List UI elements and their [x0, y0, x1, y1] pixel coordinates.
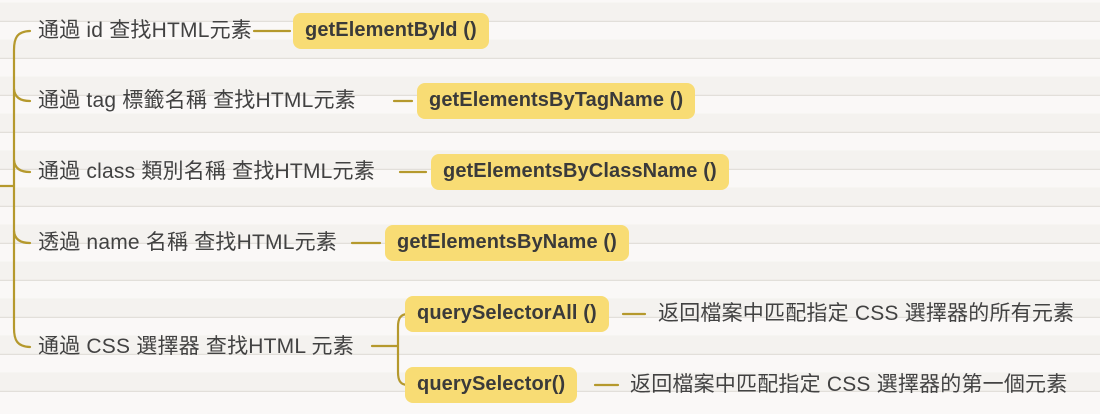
branch-label-tag[interactable]: 通過 tag 標籤名稱 查找HTML元素: [38, 88, 356, 112]
method-node-get-elements-by-tag-name[interactable]: getElementsByTagName (): [417, 83, 696, 119]
branch-curve-class: [12, 158, 32, 174]
description-query-selector-all: 返回檔案中匹配指定 CSS 選擇器的所有元素: [658, 301, 1075, 325]
method-node-query-selector-all[interactable]: querySelectorAll (): [405, 296, 609, 332]
css-bracket: [396, 312, 410, 387]
method-node-get-elements-by-class-name[interactable]: getElementsByClassName (): [431, 154, 729, 190]
branch-label-css-selector[interactable]: 通過 CSS 選擇器 查找HTML 元素: [38, 334, 354, 358]
description-query-selector: 返回檔案中匹配指定 CSS 選擇器的第一個元素: [630, 372, 1068, 396]
branch-label-id[interactable]: 通過 id 查找HTML元素: [38, 18, 252, 42]
branch-label-class[interactable]: 通過 class 類別名稱 查找HTML元素: [38, 159, 375, 183]
branch-curve-tag: [12, 87, 32, 103]
branch-label-name[interactable]: 透過 name 名稱 查找HTML元素: [38, 230, 337, 254]
branch-curve-name: [12, 229, 32, 245]
method-node-query-selector[interactable]: querySelector(): [405, 367, 578, 403]
method-node-get-elements-by-name[interactable]: getElementsByName (): [385, 225, 629, 261]
method-node-get-element-by-id[interactable]: getElementById (): [293, 13, 489, 49]
trunk-connector: [12, 29, 32, 349]
